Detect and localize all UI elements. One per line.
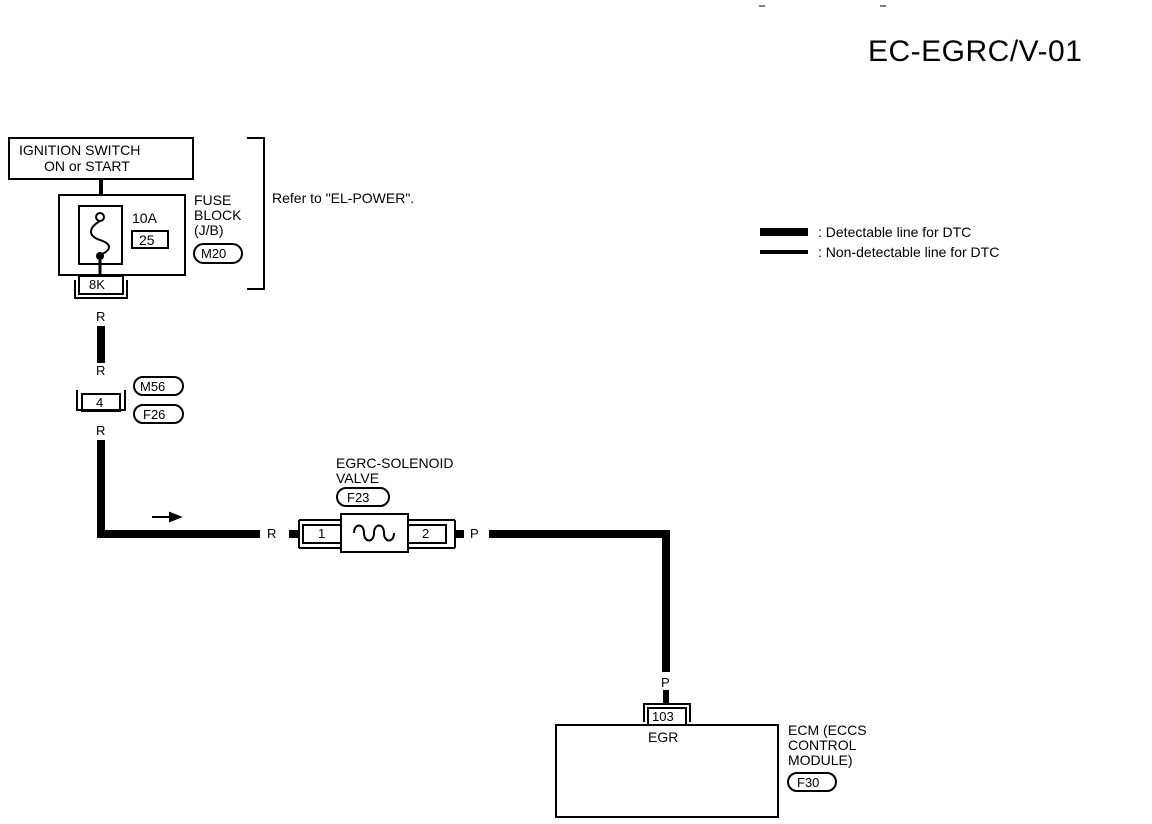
legend-detectable-text: : Detectable line for DTC bbox=[818, 224, 972, 240]
ecm-name-line2: CONTROL bbox=[788, 737, 857, 753]
solenoid-name-line1: EGRC-SOLENOID bbox=[336, 455, 454, 471]
connector-f23-label: F23 bbox=[347, 490, 370, 505]
connector-m20-label: M20 bbox=[201, 246, 227, 261]
flow-arrow-icon bbox=[152, 511, 183, 523]
refer-note: Refer to "EL-POWER". bbox=[272, 190, 415, 206]
wire-color-p-1: P bbox=[470, 526, 479, 541]
fuse-terminal-top bbox=[95, 212, 105, 222]
connector-f26-oval bbox=[133, 404, 184, 424]
fuse-block-label-3: (J/B) bbox=[194, 222, 224, 238]
joint-connector-pin: 4 bbox=[96, 395, 104, 410]
refer-bracket bbox=[247, 137, 265, 290]
wire-color-r-3: R bbox=[96, 423, 106, 438]
ignition-label-line2: ON or START bbox=[44, 158, 130, 174]
connector-f23-oval bbox=[336, 487, 390, 507]
ecm-name-line1: ECM (ECCS bbox=[788, 722, 867, 738]
fuse-number-box bbox=[131, 230, 169, 249]
ignition-label-line1: IGNITION SWITCH bbox=[19, 142, 141, 158]
fuse-rating: 10A bbox=[132, 210, 157, 226]
solenoid-pin2-box bbox=[407, 524, 447, 544]
solenoid-pin2-label: 2 bbox=[422, 526, 430, 541]
connector-f30-oval bbox=[787, 772, 837, 792]
fuse-element-icon bbox=[90, 220, 110, 256]
solenoid-pin1-label: 1 bbox=[318, 526, 326, 541]
ecm-terminal-label: 103 bbox=[652, 709, 674, 724]
fuse-block-label-2: BLOCK bbox=[194, 207, 242, 223]
solenoid-coil-icon bbox=[353, 524, 395, 542]
connector-f26-label: F26 bbox=[143, 407, 166, 422]
connector-m56-label: M56 bbox=[140, 379, 166, 394]
ecm-signal-label: EGR bbox=[648, 729, 679, 745]
wire-color-p-2: P bbox=[661, 675, 670, 690]
wire-color-r-4: R bbox=[267, 526, 277, 541]
fuse-block-label-1: FUSE bbox=[194, 192, 232, 208]
fuse-number: 25 bbox=[139, 232, 155, 248]
connector-f30-label: F30 bbox=[797, 775, 820, 790]
page-code: EC-EGRC/V-01 bbox=[868, 35, 1083, 68]
connector-m56-oval bbox=[133, 376, 184, 396]
ecm-box bbox=[555, 724, 779, 818]
legend-non-detectable-text: : Non-detectable line for DTC bbox=[818, 244, 1000, 260]
terminal-8k-box bbox=[78, 275, 124, 295]
wire-r-lower bbox=[97, 440, 260, 538]
legend-non-detectable-swatch bbox=[760, 250, 808, 254]
joint-connector-box bbox=[81, 393, 121, 412]
legend-detectable-swatch bbox=[760, 228, 808, 236]
wire-p bbox=[489, 530, 670, 672]
wire-color-r-2: R bbox=[96, 363, 106, 378]
ecm-name-line3: MODULE) bbox=[788, 752, 853, 768]
wire-color-r-1: R bbox=[96, 309, 106, 324]
solenoid-name-line2: VALVE bbox=[336, 470, 380, 486]
connector-m20-oval bbox=[193, 243, 243, 264]
fuse-terminal-bottom bbox=[96, 252, 104, 260]
terminal-8k-label: 8K bbox=[89, 277, 105, 292]
